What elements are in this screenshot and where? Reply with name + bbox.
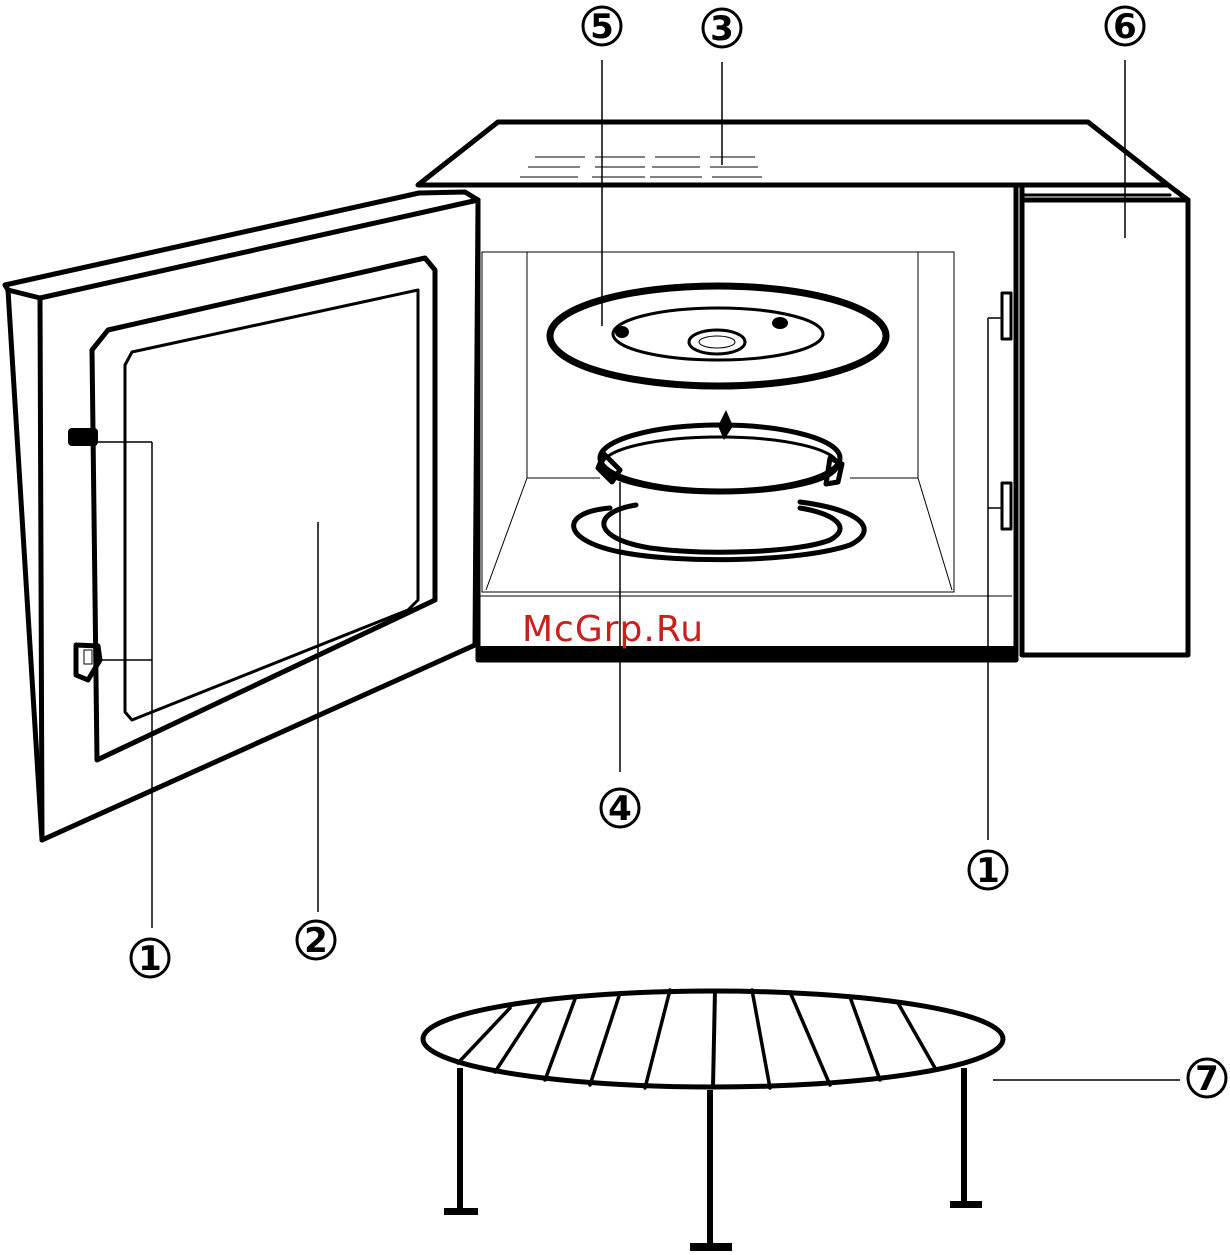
svg-text:6: 6 — [1113, 7, 1137, 47]
svg-text:4: 4 — [608, 789, 632, 829]
oven-body — [418, 122, 1188, 660]
watermark: McGrp.Ru — [522, 609, 704, 650]
glass-tray — [550, 286, 886, 386]
svg-text:1: 1 — [138, 939, 162, 979]
svg-text:2: 2 — [304, 921, 328, 961]
callout-1-door: 1 — [131, 939, 169, 979]
svg-text:7: 7 — [1195, 1059, 1219, 1099]
grill-rack — [423, 990, 1003, 1251]
callout-6: 6 — [1106, 7, 1144, 47]
callout-3: 3 — [703, 9, 741, 49]
callout-2: 2 — [297, 921, 335, 961]
svg-text:3: 3 — [710, 9, 734, 49]
callout-7: 7 — [1188, 1059, 1226, 1099]
callout-1-cavity: 1 — [969, 851, 1007, 891]
vent-slots — [520, 157, 762, 177]
callout-5: 5 — [583, 7, 621, 47]
interlock-slots — [1002, 293, 1011, 529]
roller-ring — [574, 410, 865, 560]
callout-4: 4 — [601, 789, 639, 829]
door — [5, 192, 478, 840]
svg-text:1: 1 — [976, 851, 1000, 891]
svg-text:5: 5 — [590, 7, 614, 47]
